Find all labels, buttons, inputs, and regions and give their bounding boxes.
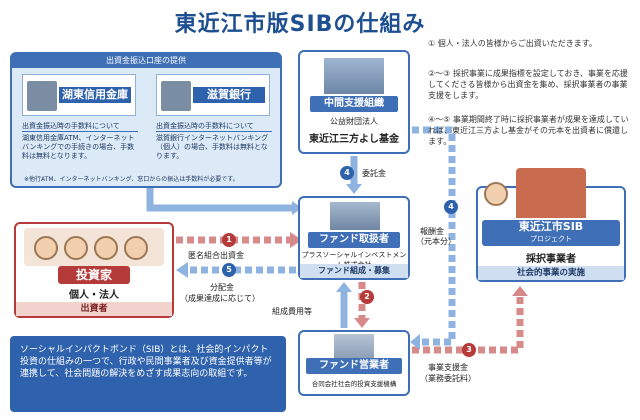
investor-name: 個人・法人 (69, 290, 119, 301)
investor-label: 投資家 (58, 266, 130, 284)
intermediary-box: 中間支援組織 公益財団法人 東近江三方よし基金 (298, 50, 410, 154)
intermediary-name: 東近江三方よし基金 (309, 134, 399, 145)
intermediary-label: 中間支援組織 (310, 96, 398, 112)
fund-operator-org: 合同会社社会的投資支援機構 (311, 380, 397, 388)
flow-3-arrow (412, 296, 524, 354)
person-icon (124, 236, 148, 260)
bank-to-fund-arrow (146, 188, 292, 212)
shop-icon (516, 168, 586, 218)
flow-5-label2: （成果達成に応じて） (180, 294, 260, 303)
flow-2-number: 2 (360, 290, 374, 304)
people-photo (24, 228, 164, 266)
enterprise-name: 採択事業者 (526, 254, 576, 265)
flow-4b-arrowhead (410, 334, 420, 350)
bank-card-koto: 湖東信用金庫 (22, 74, 136, 116)
flow-4b-number: 4 (444, 200, 458, 214)
enterprise-label-sub: プロジェクト (530, 235, 572, 243)
note-3: ④～⑤ 事業期間終了時に採択事業者が成果を達成していれば、東近江三方よし基金がそ… (428, 115, 629, 146)
bank-fee-heading: 出資金振込時の手数料について (156, 120, 272, 132)
fund-manager-box: ファンド取扱者 プラスソーシャルインベストメント株式会社 ファンド組成・募集 (298, 196, 410, 280)
fund-manager-footer: ファンド組成・募集 (300, 264, 408, 278)
flow-5-arrowhead (176, 262, 188, 278)
bank-name: 湖東信用金庫 (59, 87, 131, 103)
fund-operator-label: ファンド営業者 (306, 358, 402, 374)
bank-footnote: ※他行ATM、インターネットバンキング、窓口からの振込は手数料が必要です。 (24, 176, 239, 183)
bank-to-fund-arrowhead (292, 201, 302, 215)
flow-1-number: 1 (222, 233, 236, 247)
flow-4a-arrowhead (346, 184, 362, 194)
person-icon (94, 236, 118, 260)
person-icon (64, 236, 88, 260)
flow-4b-label: 報酬金 (420, 227, 444, 236)
enterprise-label: 東近江市SIB プロジェクト (482, 220, 620, 246)
bank-building-icon (27, 81, 57, 111)
person-icon (34, 236, 58, 260)
bank-fee-heading: 出資金振込時の手数料について (22, 120, 138, 132)
bank-fee-desc: 滋賀銀行インターネットバンキング（個人）の場合、手数料は無料となります。 (156, 134, 269, 160)
note-1: ① 個人・法人の皆様からご出資いただきます。 (428, 39, 597, 48)
investor-footer: 出資者 (16, 302, 172, 316)
flow-3-label: 事業支援金 (428, 363, 468, 372)
note-2: ②～③ 採択事業に成果指標を設定しておき、事業を応援してくださる皆様から出資金を… (428, 69, 628, 100)
fund-manager-label: ファンド取扱者 (308, 232, 400, 248)
building-photo (324, 58, 384, 94)
flow-3-number: 3 (462, 343, 476, 357)
flow-4b-label2: （元本分） (416, 237, 456, 246)
flow-3-label2: （業務委託料） (420, 374, 476, 383)
enterprise-label-main: 東近江市SIB (518, 220, 584, 233)
bank-panel: 出資金振込口座の提供 湖東信用金庫 滋賀銀行 出資金振込時の手数料について 出資… (10, 52, 282, 188)
flow-5-label: 分配金 (210, 283, 234, 292)
sib-description: ソーシャルインパクトボンド（SIB）とは、社会的インパクト投資の仕組みの一つで、… (10, 336, 286, 412)
page-title: 東近江市版SIBの仕組み (174, 12, 426, 37)
investor-box: 投資家 個人・法人 出資者 (14, 222, 174, 318)
bank-name: 滋賀銀行 (193, 87, 265, 103)
person-icon (484, 182, 508, 206)
operator-to-fund-arrowhead (336, 282, 352, 292)
flow-1-label: 匿名組合出資金 (188, 251, 244, 260)
flow-4b-arrow (412, 126, 456, 346)
flow-5-number: 5 (222, 263, 236, 277)
building-photo (330, 202, 380, 230)
fund-operator-box: ファンド営業者 合同会社社会的投資支援機構 (298, 330, 410, 396)
flow-4a-label: 委託金 (362, 169, 386, 178)
flow-3-arrowhead (512, 286, 528, 296)
flow-2-label: 組成費用等 (272, 307, 312, 316)
flow-4a-number: 4 (340, 166, 354, 180)
flow-1-arrowhead (290, 232, 302, 248)
building-photo (334, 334, 374, 360)
bank-panel-header: 出資金振込口座の提供 (12, 54, 280, 68)
flow-2-arrowhead (354, 318, 370, 328)
intermediary-org-type: 公益財団法人 (330, 117, 378, 126)
bank-building-icon (161, 81, 191, 111)
enterprise-footer: 社会的事業の実施 (478, 266, 624, 280)
bank-card-shiga: 滋賀銀行 (156, 74, 270, 116)
bank-fee-desc: 湖東信用金庫ATM、インターネットバンキングでの手続きの場合、手数料は無料となり… (22, 134, 135, 160)
enterprise-box: 東近江市SIB プロジェクト 採択事業者 社会的事業の実施 (476, 168, 626, 282)
